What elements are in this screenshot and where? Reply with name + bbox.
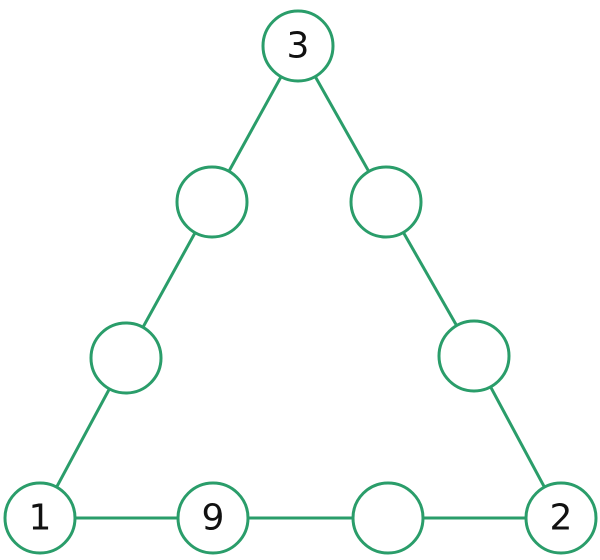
node-bottom-left-label: 1 [29, 498, 52, 539]
node-bottom-right-label: 2 [550, 498, 573, 539]
node-left-upper-circle[interactable] [175, 165, 249, 239]
node-right-lower[interactable] [437, 319, 511, 393]
node-bottom-mid-left-circle[interactable] [176, 481, 250, 555]
node-bottom-mid-left[interactable]: 9 [176, 481, 250, 555]
node-bottom-right[interactable]: 2 [524, 481, 598, 555]
node-top-label: 3 [287, 26, 310, 67]
node-left-lower[interactable] [89, 321, 163, 395]
node-right-upper[interactable] [349, 165, 423, 239]
node-left-upper[interactable] [175, 165, 249, 239]
node-bottom-mid-right-circle[interactable] [351, 481, 425, 555]
node-bottom-mid-left-label: 9 [202, 498, 225, 539]
node-left-lower-circle[interactable] [89, 321, 163, 395]
node-bottom-mid-right[interactable] [351, 481, 425, 555]
node-top[interactable]: 3 [261, 9, 335, 83]
node-top-circle[interactable] [261, 9, 335, 83]
node-bottom-right-circle[interactable] [524, 481, 598, 555]
node-right-lower-circle[interactable] [437, 319, 511, 393]
edges [38, 45, 563, 520]
node-bottom-left-circle[interactable] [3, 481, 77, 555]
node-right-upper-circle[interactable] [349, 165, 423, 239]
node-bottom-left[interactable]: 1 [3, 481, 77, 555]
